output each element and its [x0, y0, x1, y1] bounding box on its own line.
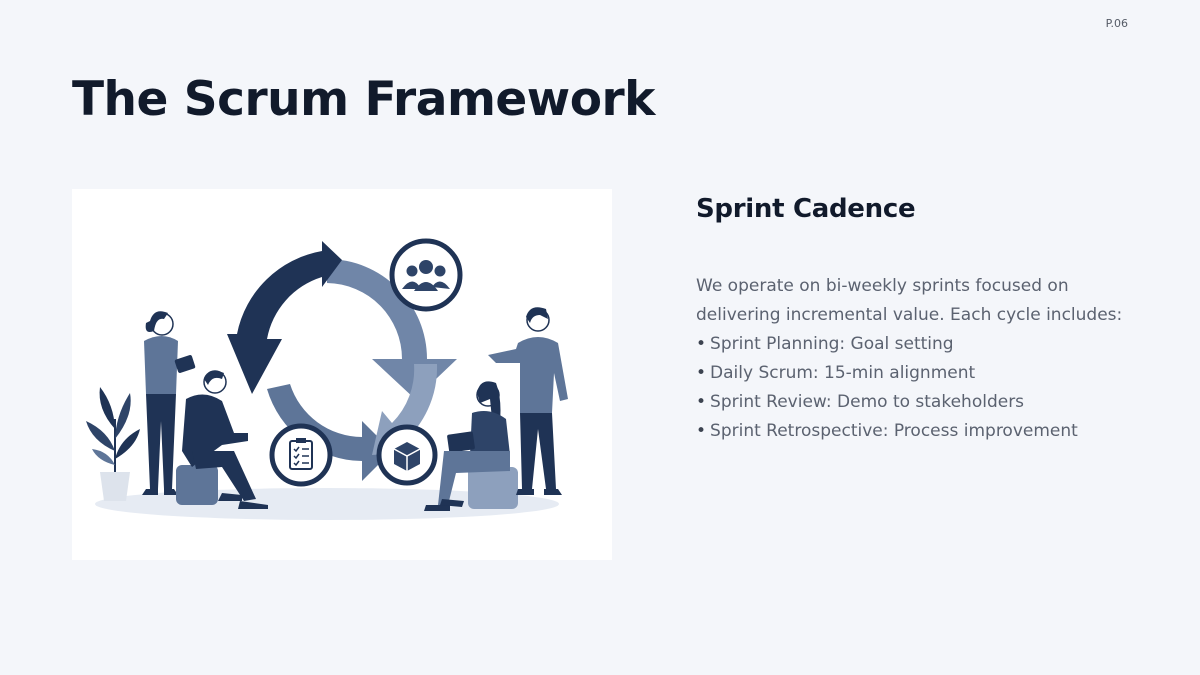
- plant-icon: [86, 387, 140, 501]
- bullet-item: •Daily Scrum: 15-min alignment: [696, 363, 976, 383]
- bullet-item: •Sprint Retrospective: Process improveme…: [696, 421, 1078, 441]
- scrum-illustration: [72, 189, 612, 560]
- bullet-item: •Sprint Review: Demo to stakeholders: [696, 392, 1025, 412]
- page-title: The Scrum Framework: [72, 72, 655, 127]
- bullet-dot-icon: •: [696, 421, 707, 441]
- section-intro: We operate on bi-weekly sprints focused …: [696, 276, 1123, 325]
- section-title: Sprint Cadence: [696, 194, 916, 224]
- clipboard-checklist-icon: [269, 423, 333, 487]
- person-seated-woman-laptop: [424, 381, 518, 511]
- page-number: P.06: [1105, 17, 1128, 30]
- bullet-dot-icon: •: [696, 334, 707, 354]
- package-box-icon: [376, 424, 438, 486]
- bullet-list: •Sprint Planning: Goal setting •Daily Sc…: [696, 330, 1156, 446]
- team-icon: [389, 238, 463, 312]
- bullet-dot-icon: •: [696, 392, 707, 412]
- bullet-item: •Sprint Planning: Goal setting: [696, 334, 954, 354]
- person-woman-with-tablet: [142, 311, 196, 495]
- section-body: We operate on bi-weekly sprints focused …: [696, 272, 1156, 446]
- person-standing-man: [488, 307, 568, 495]
- bullet-dot-icon: •: [696, 363, 707, 383]
- person-seated-man: [176, 370, 268, 509]
